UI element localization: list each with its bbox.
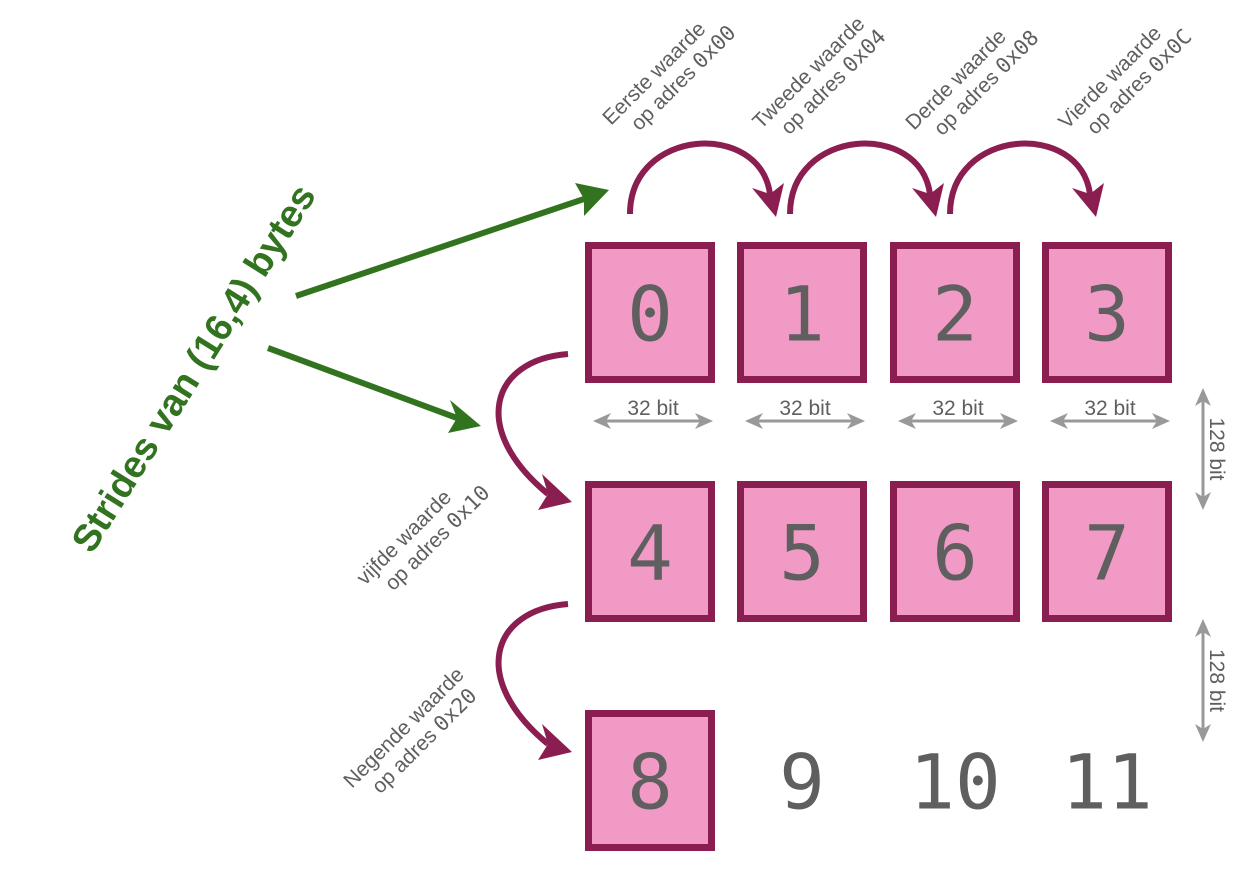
bottom-arrowhead bbox=[1195, 724, 1211, 742]
dimension-arrows: 32 bit 32 bit 32 bit 32 bit 128 bit 128 bit bbox=[593, 388, 1228, 742]
cell-value: 2 bbox=[932, 270, 978, 359]
cell-value: 5 bbox=[779, 509, 825, 598]
stride-title-text: Strides van (16,4) bytes bbox=[64, 178, 325, 560]
hop-arrow-1 bbox=[627, 140, 784, 217]
cell-value: 1 bbox=[779, 270, 825, 359]
top-arrowhead bbox=[1195, 619, 1211, 637]
cell-box bbox=[890, 242, 1020, 383]
cell-value: 3 bbox=[1084, 270, 1130, 359]
cell-10: 10 bbox=[909, 738, 1001, 827]
right-arrowhead bbox=[695, 413, 713, 429]
cell-5: 5 bbox=[737, 481, 867, 622]
bottom-arrowhead bbox=[1195, 492, 1211, 510]
hop-arrowhead bbox=[1072, 183, 1104, 217]
cell-2: 2 bbox=[890, 242, 1020, 383]
element-width-label: 32 bit bbox=[1084, 397, 1136, 420]
cell-box bbox=[585, 242, 715, 383]
row-stride-dimension: 128 bit bbox=[1195, 388, 1228, 510]
element-width-dimension: 32 bit bbox=[745, 397, 865, 429]
row-stride-arrowhead bbox=[448, 400, 481, 433]
cell-box bbox=[737, 242, 867, 383]
cell-value: 4 bbox=[627, 509, 673, 598]
row-stride-dimension: 128 bit bbox=[1195, 619, 1228, 742]
row-jump-arrow-1 bbox=[495, 351, 572, 510]
element-width-dimension: 32 bit bbox=[898, 397, 1018, 429]
cell-8: 8 bbox=[585, 710, 715, 851]
right-arrowhead bbox=[1000, 413, 1018, 429]
cell-box bbox=[585, 481, 715, 622]
cell-3: 3 bbox=[1042, 242, 1172, 383]
right-arrowhead bbox=[1152, 413, 1170, 429]
cell-value: 6 bbox=[932, 509, 978, 598]
hop-arc bbox=[627, 140, 773, 215]
hop-arc bbox=[787, 140, 933, 215]
element-width-label: 32 bit bbox=[932, 397, 984, 420]
cell-box bbox=[737, 481, 867, 622]
element-width-dimension: 32 bit bbox=[1050, 397, 1170, 429]
row-stride-arrow bbox=[266, 345, 459, 421]
left-arrowhead bbox=[745, 413, 763, 429]
row-stride-label: 128 bit bbox=[1205, 417, 1228, 480]
cell-box bbox=[1042, 242, 1172, 383]
row-jump-arrowhead bbox=[538, 474, 572, 510]
cell-box bbox=[585, 710, 715, 851]
stride-title: Strides van (16,4) bytes bbox=[64, 178, 325, 560]
cell-box bbox=[890, 481, 1020, 622]
hop-arrows bbox=[627, 140, 1104, 217]
row-jump-arc bbox=[495, 351, 569, 497]
element-width-label: 32 bit bbox=[779, 397, 831, 420]
cell-value: 9 bbox=[779, 738, 825, 827]
cell-grid: 0 1 2 3 4 5 6 7 8 9 10 11 bbox=[585, 242, 1172, 851]
cell-value: 7 bbox=[1084, 509, 1130, 598]
cell-0: 0 bbox=[585, 242, 715, 383]
element-width-dimension: 32 bit bbox=[593, 397, 713, 429]
left-arrowhead bbox=[593, 413, 611, 429]
cell-value: 11 bbox=[1061, 738, 1153, 827]
row-jump-arrow-2 bbox=[495, 601, 572, 760]
cell-value: 8 bbox=[627, 738, 673, 827]
cell-11: 11 bbox=[1061, 738, 1153, 827]
stride-arrows bbox=[266, 183, 609, 433]
left-arrowhead bbox=[1050, 413, 1068, 429]
right-arrowhead bbox=[847, 413, 865, 429]
cell-9: 9 bbox=[779, 738, 825, 827]
hop-arrowhead bbox=[912, 183, 944, 217]
cell-value: 10 bbox=[909, 738, 1001, 827]
row-jump-arc bbox=[495, 601, 569, 747]
cell-7: 7 bbox=[1042, 481, 1172, 622]
hop-arrow-2 bbox=[787, 140, 944, 217]
cell-value: 0 bbox=[627, 270, 673, 359]
cell-6: 6 bbox=[890, 481, 1020, 622]
hop-arc bbox=[947, 140, 1093, 215]
element-width-label: 32 bit bbox=[627, 397, 679, 420]
top-arrowhead bbox=[1195, 388, 1211, 406]
row-jump-arrowhead bbox=[538, 724, 572, 760]
column-stride-arrow bbox=[295, 196, 585, 299]
row-stride-label: 128 bit bbox=[1205, 649, 1228, 712]
left-arrowhead bbox=[898, 413, 916, 429]
hop-arrowhead bbox=[752, 183, 784, 217]
cell-1: 1 bbox=[737, 242, 867, 383]
cell-4: 4 bbox=[585, 481, 715, 622]
cell-box bbox=[1042, 481, 1172, 622]
hop-arrow-3 bbox=[947, 140, 1104, 217]
row-jump-arrows bbox=[495, 351, 572, 760]
column-stride-arrowhead bbox=[575, 183, 609, 216]
